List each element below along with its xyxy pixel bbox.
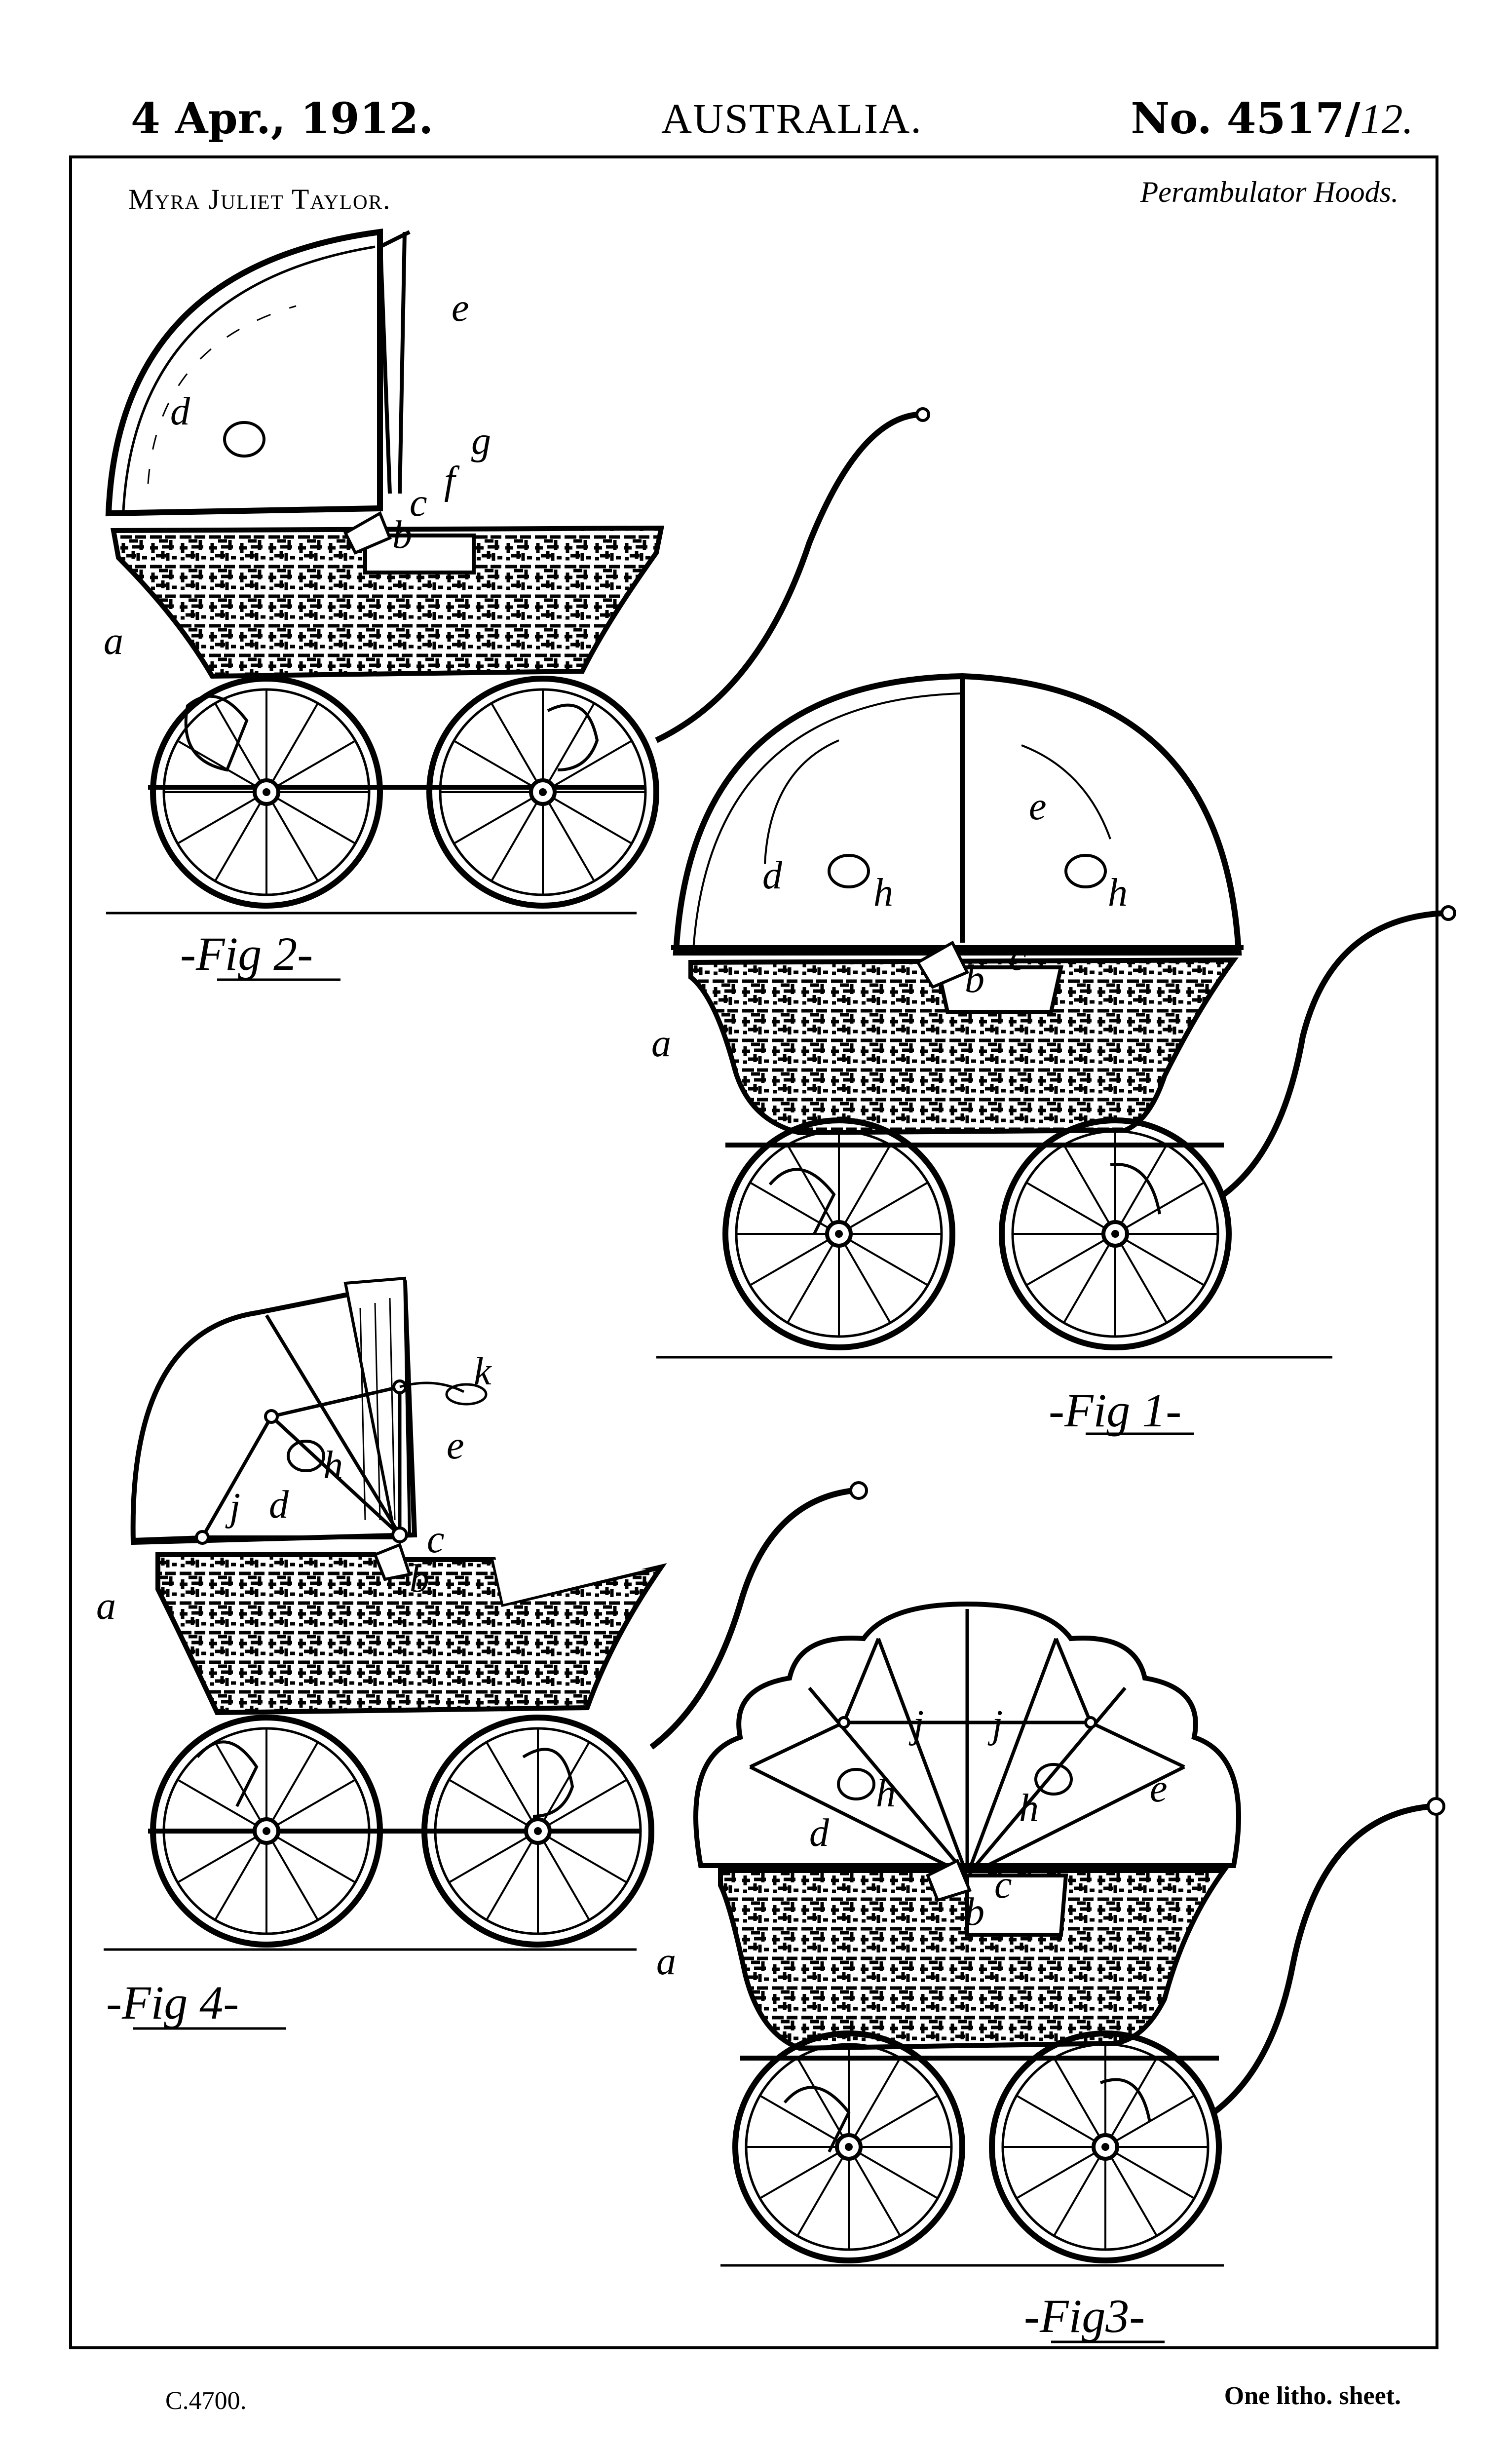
fig1-window-left xyxy=(828,854,870,888)
fig2-handle xyxy=(655,412,918,743)
fig1-front-wheel xyxy=(1002,1120,1229,1347)
fig1-bracket xyxy=(915,940,970,989)
figure-4: a b c d e h j k -Fig 4- xyxy=(96,1276,868,2030)
patent-number-main: No. 4517/ xyxy=(1131,94,1361,144)
fig4-label-d: d xyxy=(269,1483,289,1527)
fig4-basket xyxy=(155,1552,667,1716)
fig4-label-e: e xyxy=(447,1424,464,1467)
fig3-front-wheel xyxy=(992,2033,1219,2260)
fig1-label-b: b xyxy=(965,957,984,1001)
footer-sheet-note: One litho. sheet. xyxy=(1224,2382,1401,2410)
fig1-handle xyxy=(1222,910,1446,1197)
fig1-label-e: e xyxy=(1029,785,1047,828)
fig1-hood xyxy=(673,673,1242,956)
fig3-label-e: e xyxy=(1150,1767,1168,1810)
figure-1: a b c d e h h -Fig 1- xyxy=(651,673,1456,1437)
header-patent-number: No. 4517/12. xyxy=(1131,94,1413,144)
fig4-handle xyxy=(649,1488,854,1750)
fig4-label-k: k xyxy=(474,1350,492,1393)
fig4-front-wheel xyxy=(424,1718,651,1945)
fig1-label-d: d xyxy=(762,854,783,897)
fig3-window-right xyxy=(1034,1763,1073,1796)
fig1-rear-wheel xyxy=(725,1120,952,1347)
fig4-label-c: c xyxy=(427,1518,445,1561)
fig1-label-h-right: h xyxy=(1108,871,1128,915)
fig1-label-h-left: h xyxy=(873,871,893,915)
header-country: AUSTRALIA. xyxy=(661,95,922,142)
inventor-name: Myra Juliet Taylor. xyxy=(128,183,391,215)
fig2-front-wheel xyxy=(429,679,656,906)
fig1-basket xyxy=(688,957,1239,1136)
fig4-strap xyxy=(445,1383,488,1406)
fig2-label-d: d xyxy=(170,390,190,433)
fig2-label-c: c xyxy=(410,481,427,525)
fig3-label-c: c xyxy=(994,1863,1012,1907)
fig3-handle xyxy=(1212,1803,1432,2115)
fig2-label-a: a xyxy=(104,619,123,663)
fig3-rear-wheel xyxy=(735,2033,962,2260)
fig2-window xyxy=(223,421,265,458)
fig3-label-b: b xyxy=(965,1890,984,1934)
fig2-label-f: f xyxy=(444,459,460,502)
fig4-window xyxy=(287,1440,325,1472)
fig3-window-left xyxy=(837,1768,875,1800)
fig1-label-a: a xyxy=(651,1022,671,1065)
fig3-caption: -Fig3- xyxy=(1024,2290,1145,2342)
patent-number-suffix: 12. xyxy=(1360,95,1414,143)
fig4-label-h: h xyxy=(323,1444,343,1487)
fig2-label-b: b xyxy=(392,513,412,557)
figure-3: a b c d e h h j j -Fig3- xyxy=(656,1601,1445,2343)
fig1-caption: -Fig 1- xyxy=(1049,1384,1181,1437)
fig4-label-b: b xyxy=(410,1557,429,1601)
fig4-bracket xyxy=(373,1543,412,1581)
header-date: 4 Apr., 1912. xyxy=(131,94,434,144)
footer-code: C.4700. xyxy=(165,2387,247,2415)
fig1-label-c: c xyxy=(1009,935,1027,979)
fig2-caption: -Fig 2- xyxy=(180,927,313,980)
figure-2: a b c d e f g -Fig 2- xyxy=(104,229,930,981)
fig3-bracket xyxy=(926,1858,972,1902)
fig3-hood-ribs xyxy=(749,1609,1185,1877)
fig3-label-d: d xyxy=(809,1811,830,1855)
drawing-border xyxy=(69,155,1438,2349)
fig4-caption: -Fig 4- xyxy=(106,1976,239,2029)
patent-subject: Perambulator Hoods. xyxy=(1140,176,1399,208)
fig2-bracket xyxy=(343,511,392,555)
fig4-label-a: a xyxy=(96,1584,116,1628)
fig2-hood xyxy=(105,229,383,517)
fig3-basket xyxy=(718,1868,1229,2051)
fig2-hood-front xyxy=(378,230,411,494)
fig2-rear-wheel xyxy=(153,679,380,906)
fig4-rear-wheel xyxy=(153,1718,380,1945)
fig1-window-right xyxy=(1064,854,1107,888)
fig2-label-g: g xyxy=(471,420,491,463)
fig3-label-h-right: h xyxy=(1019,1787,1039,1830)
fig3-label-h-left: h xyxy=(876,1772,896,1815)
fig2-basket xyxy=(111,525,665,679)
fig2-label-e: e xyxy=(452,286,469,330)
fig3-label-a: a xyxy=(656,1940,676,1983)
